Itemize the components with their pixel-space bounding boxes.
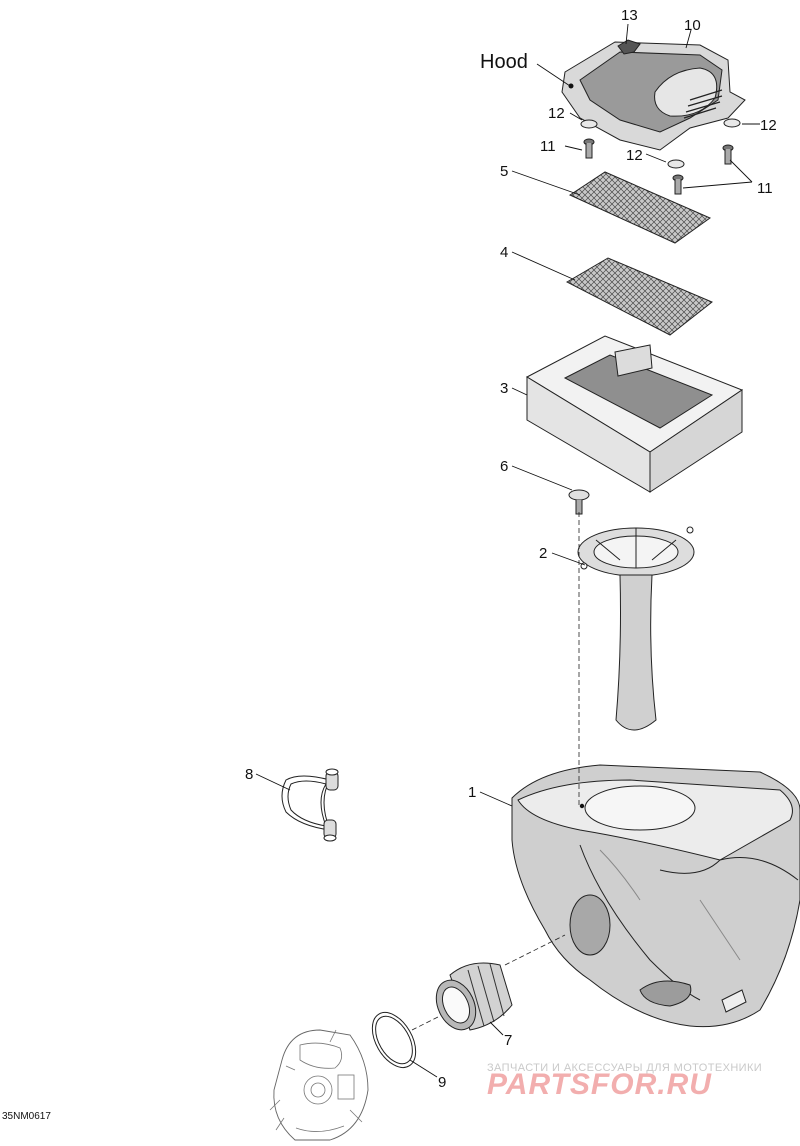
label-part-6: 6 <box>500 458 508 475</box>
drawing-code: 35NM0617 <box>2 1111 51 1122</box>
label-part-12-left: 12 <box>548 105 565 122</box>
watermark-tagline: ЗАПЧАСТИ И АКСЕССУАРЫ ДЛЯ МОТОТЕХНИКИ <box>487 1062 762 1074</box>
clamp-part-9 <box>371 1012 417 1068</box>
washer-12-left <box>580 119 598 129</box>
foam-frame-part-3 <box>525 335 744 493</box>
label-part-13: 13 <box>621 7 638 24</box>
label-part-9: 9 <box>438 1074 446 1091</box>
label-part-8: 8 <box>245 766 253 783</box>
label-part-10: 10 <box>684 17 701 34</box>
screw-11-left <box>583 138 595 159</box>
strap-part-8 <box>281 768 339 842</box>
label-part-5: 5 <box>500 163 508 180</box>
label-part-12-right: 12 <box>760 117 777 134</box>
filter-base-part-2 <box>577 526 695 731</box>
screw-11-right <box>722 144 734 165</box>
hood-cover-part-10 <box>561 41 746 151</box>
label-part-3: 3 <box>500 380 508 397</box>
screw-part-6 <box>568 489 590 515</box>
washer-12-center <box>667 159 685 169</box>
air-silencer-box-part-1 <box>511 764 800 1028</box>
watermark-brand: PARTSFOR.RU <box>487 1068 712 1101</box>
label-part-11-right: 11 <box>757 180 773 197</box>
label-hood: Hood <box>480 51 528 73</box>
filter-screen-part-5 <box>568 171 712 244</box>
washer-12-right <box>723 118 741 128</box>
label-part-2: 2 <box>539 545 547 562</box>
screw-11-center <box>672 174 684 195</box>
rubber-adapter-part-7 <box>435 962 513 1031</box>
carburetor <box>269 1029 369 1141</box>
label-part-12-center: 12 <box>626 147 643 164</box>
filter-element-part-4 <box>565 257 713 336</box>
label-part-4: 4 <box>500 244 508 261</box>
label-part-1: 1 <box>468 784 476 801</box>
label-part-7: 7 <box>504 1032 512 1049</box>
label-part-11-left: 11 <box>540 138 556 155</box>
